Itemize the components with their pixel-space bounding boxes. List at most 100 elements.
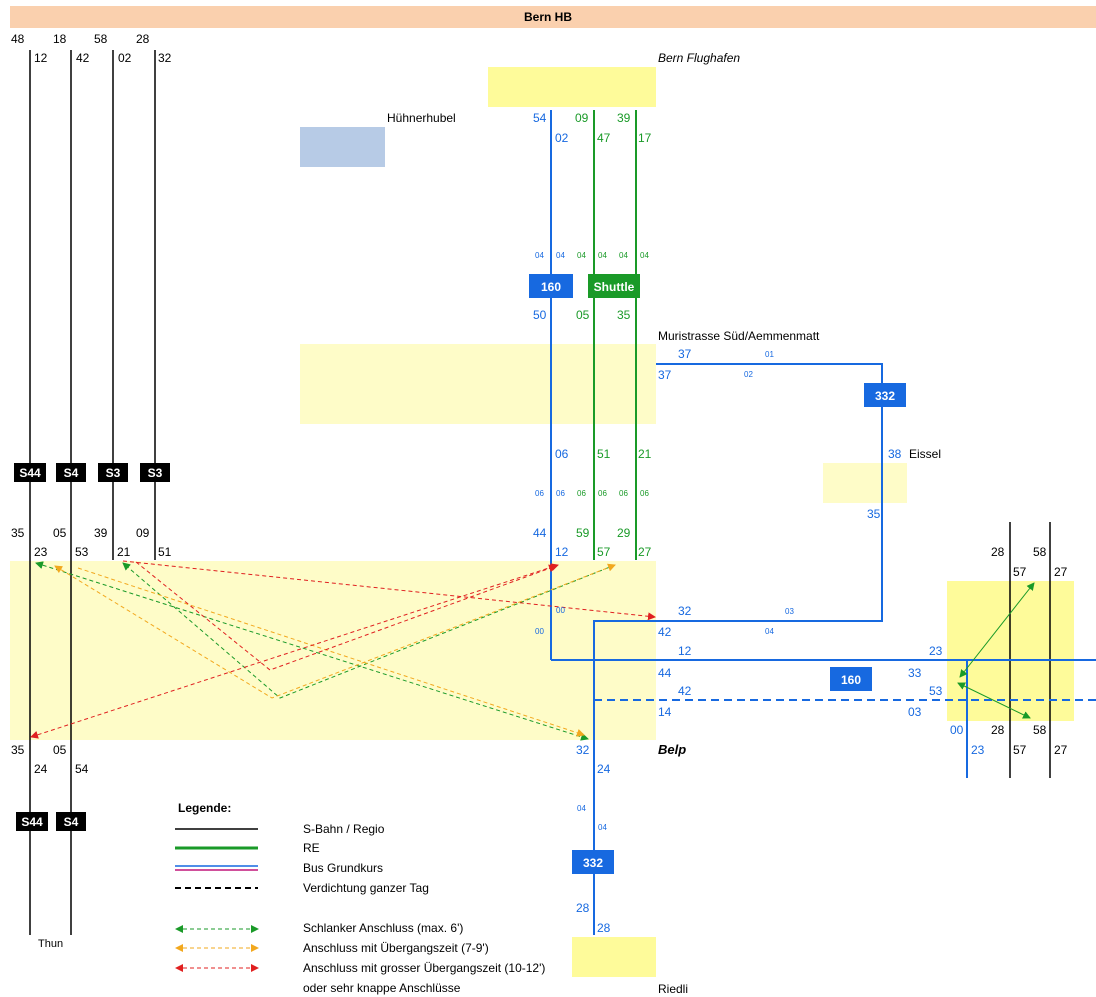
- time: 27: [638, 545, 652, 559]
- badge-bus332-top: [864, 383, 906, 407]
- time: 03: [908, 705, 922, 719]
- time: 02: [555, 131, 569, 145]
- badge-s44-bottom: [16, 812, 48, 831]
- travel-time: 04: [598, 823, 607, 832]
- travel-time: 00: [535, 627, 544, 636]
- time: 53: [929, 684, 943, 698]
- travel-time: 04: [598, 251, 607, 260]
- time: 09: [136, 526, 150, 540]
- badge-s4-top-label: S4: [64, 466, 79, 480]
- badge-bus332-bottom-label: 332: [583, 856, 603, 870]
- time: 23: [929, 644, 943, 658]
- time: 12: [555, 545, 569, 559]
- time: 37: [658, 368, 672, 382]
- travel-time: 06: [535, 489, 544, 498]
- badge-s3-a-label: S3: [106, 466, 121, 480]
- travel-time: 06: [619, 489, 628, 498]
- stop-thun: Thun: [38, 938, 63, 950]
- time: 35: [11, 526, 25, 540]
- time: 51: [597, 447, 611, 461]
- time: 27: [1054, 565, 1068, 579]
- time: 48: [11, 32, 25, 46]
- time: 14: [658, 705, 672, 719]
- travel-time: 01: [765, 350, 774, 359]
- time: 18: [53, 32, 67, 46]
- badge-bus332-top-label: 332: [875, 389, 895, 403]
- badge-bus332-bottom: [572, 850, 614, 874]
- stop-huehnerhubel: Hühnerhubel: [387, 111, 456, 125]
- time: 28: [597, 921, 611, 935]
- time: 24: [597, 762, 611, 776]
- travel-time: 04: [640, 251, 649, 260]
- travel-time: 06: [598, 489, 607, 498]
- travel-time: 04: [765, 627, 774, 636]
- time: 00: [950, 723, 964, 737]
- conn-green-right-2: [957, 682, 1031, 719]
- conn-red-1: [30, 563, 559, 739]
- travel-time: 06: [577, 489, 586, 498]
- travel-time: 04: [577, 251, 586, 260]
- time: 12: [34, 51, 48, 65]
- badge-shuttle: [588, 274, 640, 298]
- time: 39: [617, 111, 631, 125]
- badge-bus160-top: [529, 274, 573, 298]
- conn-green-right-1: [959, 582, 1035, 678]
- legend-label-conn-red: Anschluss mit grosser Übergangszeit (10-…: [303, 961, 545, 975]
- travel-time: 00: [556, 606, 565, 615]
- time: 58: [94, 32, 108, 46]
- legend-title: Legende:: [178, 801, 231, 815]
- header-title: Bern HB: [524, 10, 572, 24]
- time: 38: [888, 447, 902, 461]
- time: 27: [1054, 743, 1068, 757]
- time: 23: [971, 743, 985, 757]
- time: 32: [576, 743, 590, 757]
- time: 29: [617, 526, 631, 540]
- badge-s3-a: [98, 463, 128, 482]
- time: 05: [53, 743, 67, 757]
- badge-s44-top-label: S44: [19, 466, 41, 480]
- travel-time: 04: [577, 804, 586, 813]
- time: 33: [908, 666, 922, 680]
- time: 54: [75, 762, 89, 776]
- time: 32: [158, 51, 172, 65]
- badge-s44-bottom-label: S44: [21, 815, 43, 829]
- time: 09: [575, 111, 589, 125]
- stop-bern-flughafen: Bern Flughafen: [658, 51, 740, 65]
- time: 02: [118, 51, 132, 65]
- time: 28: [991, 723, 1005, 737]
- zone-belp: [10, 561, 656, 740]
- time: 57: [1013, 743, 1027, 757]
- badge-shuttle-label: Shuttle: [594, 280, 635, 294]
- time: 21: [117, 545, 131, 559]
- time: 28: [136, 32, 150, 46]
- badge-s4-bottom: [56, 812, 86, 831]
- legend-label-re: RE: [303, 841, 320, 855]
- travel-time: 04: [535, 251, 544, 260]
- bus332-line: [593, 363, 883, 935]
- time: 39: [94, 526, 108, 540]
- conn-red-2: [135, 561, 557, 671]
- badge-s3-b: [140, 463, 170, 482]
- travel-time: 04: [556, 251, 565, 260]
- time: 50: [533, 308, 547, 322]
- travel-time: 06: [640, 489, 649, 498]
- time: 06: [555, 447, 569, 461]
- badge-bus160-right: [830, 667, 872, 691]
- time: 24: [34, 762, 48, 776]
- time: 37: [678, 347, 692, 361]
- badge-s4-top: [56, 463, 86, 482]
- stop-muristrasse: Muristrasse Süd/Aemmenmatt: [658, 329, 820, 343]
- travel-time: 06: [556, 489, 565, 498]
- time: 23: [34, 545, 48, 559]
- zone-riedli: [572, 937, 656, 977]
- legend-label-conn-green: Schlanker Anschluss (max. 6'): [303, 921, 463, 935]
- travel-time: 03: [785, 607, 794, 616]
- time: 12: [678, 644, 692, 658]
- time: 42: [76, 51, 90, 65]
- zone-huehnerhubel: [300, 127, 385, 167]
- time: 17: [638, 131, 652, 145]
- legend-label-conn-red-2: oder sehr knappe Anschlüsse: [303, 981, 461, 995]
- time: 58: [1033, 723, 1047, 737]
- zone-eissel: [823, 463, 907, 503]
- zone-flughafen: [488, 67, 656, 107]
